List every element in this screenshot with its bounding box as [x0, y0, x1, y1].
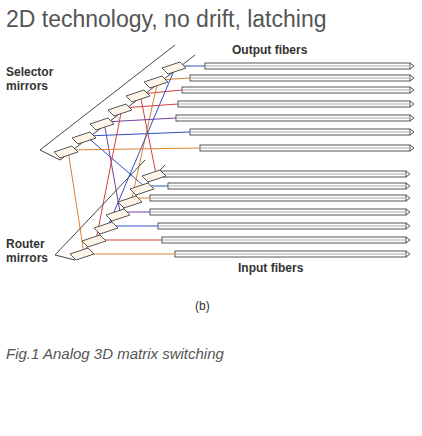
router-mirror — [130, 183, 154, 195]
input-fiber-core — [162, 240, 406, 241]
output-fiber-core — [182, 90, 410, 91]
mirrors-label: Selector mirrors — [6, 66, 64, 94]
router-mirror — [106, 209, 130, 221]
output-fiber — [176, 115, 410, 121]
output-fiber-core — [178, 104, 410, 105]
mirrors-label: Router mirrors — [6, 238, 58, 266]
input-fiber-tip — [406, 195, 410, 201]
router-mirror — [142, 170, 166, 182]
switched-beam — [104, 122, 120, 212]
input-fiber-core — [175, 254, 406, 255]
output-fibers — [176, 63, 414, 151]
output-fiber — [182, 87, 410, 93]
output-fiber — [205, 63, 410, 69]
input-fiber-core — [150, 212, 406, 213]
output-fiber — [200, 145, 410, 151]
output-beam — [104, 118, 176, 122]
selector-mirror — [72, 132, 96, 144]
output-fiber — [178, 101, 410, 107]
selector-mirror — [144, 76, 168, 88]
output-fiber-tip — [410, 87, 414, 93]
input-fiber-core — [168, 186, 406, 187]
input-fiber — [150, 195, 406, 201]
input-fiber-tip — [406, 223, 410, 229]
input-fiber — [162, 237, 406, 243]
output-fiber-core — [190, 132, 410, 133]
input-fiber-tip — [406, 251, 410, 257]
mirror-arrays — [40, 45, 195, 260]
router-mirror — [82, 235, 106, 247]
selector-frame — [40, 45, 195, 160]
output-fiber-tip — [410, 75, 414, 81]
input-fiber-core — [150, 198, 406, 199]
selector-mirror — [54, 146, 78, 158]
output-fiber-tip — [410, 115, 414, 121]
input-fiber-core — [158, 226, 406, 227]
fibers-label: Input fibers — [238, 262, 303, 276]
output-fiber-tip — [410, 63, 414, 69]
output-fiber-core — [205, 66, 410, 67]
input-beam — [84, 254, 175, 255]
router-mirror — [94, 222, 118, 234]
input-fiber-core — [160, 174, 406, 175]
output-beam — [86, 132, 190, 136]
output-fiber — [190, 75, 410, 81]
light-beams — [68, 66, 205, 254]
fibers-label: Output fibers — [232, 44, 307, 58]
output-fiber-core — [176, 118, 410, 119]
output-fiber-tip — [410, 145, 414, 151]
input-fiber-tip — [406, 183, 410, 189]
router-frame — [55, 160, 165, 260]
output-fiber-core — [190, 78, 410, 79]
input-fiber-tip — [406, 209, 410, 215]
selector-mirror — [90, 118, 114, 130]
page-title: 2D technology, no drift, latching — [6, 6, 326, 33]
input-fibers — [150, 171, 410, 257]
output-fiber-tip — [410, 129, 414, 135]
input-fiber — [158, 223, 406, 229]
router-mirror — [118, 196, 142, 208]
input-fiber — [160, 171, 406, 177]
figure-caption: Fig.1 Analog 3D matrix switching — [6, 345, 224, 362]
selector-mirror — [162, 62, 186, 74]
selector-mirror — [126, 90, 150, 102]
output-fiber-tip — [410, 101, 414, 107]
input-fiber — [168, 183, 406, 189]
panel-label: (b) — [195, 300, 210, 314]
input-fiber — [150, 209, 406, 215]
router-mirror — [70, 248, 94, 260]
output-beam — [68, 148, 200, 150]
selector-mirror — [108, 104, 132, 116]
output-fiber-core — [200, 148, 410, 149]
input-fiber-tip — [406, 171, 410, 177]
switched-beam — [108, 66, 176, 226]
output-beam — [122, 104, 178, 108]
output-fiber — [190, 129, 410, 135]
input-fiber-tip — [406, 237, 410, 243]
input-fiber — [175, 251, 406, 257]
